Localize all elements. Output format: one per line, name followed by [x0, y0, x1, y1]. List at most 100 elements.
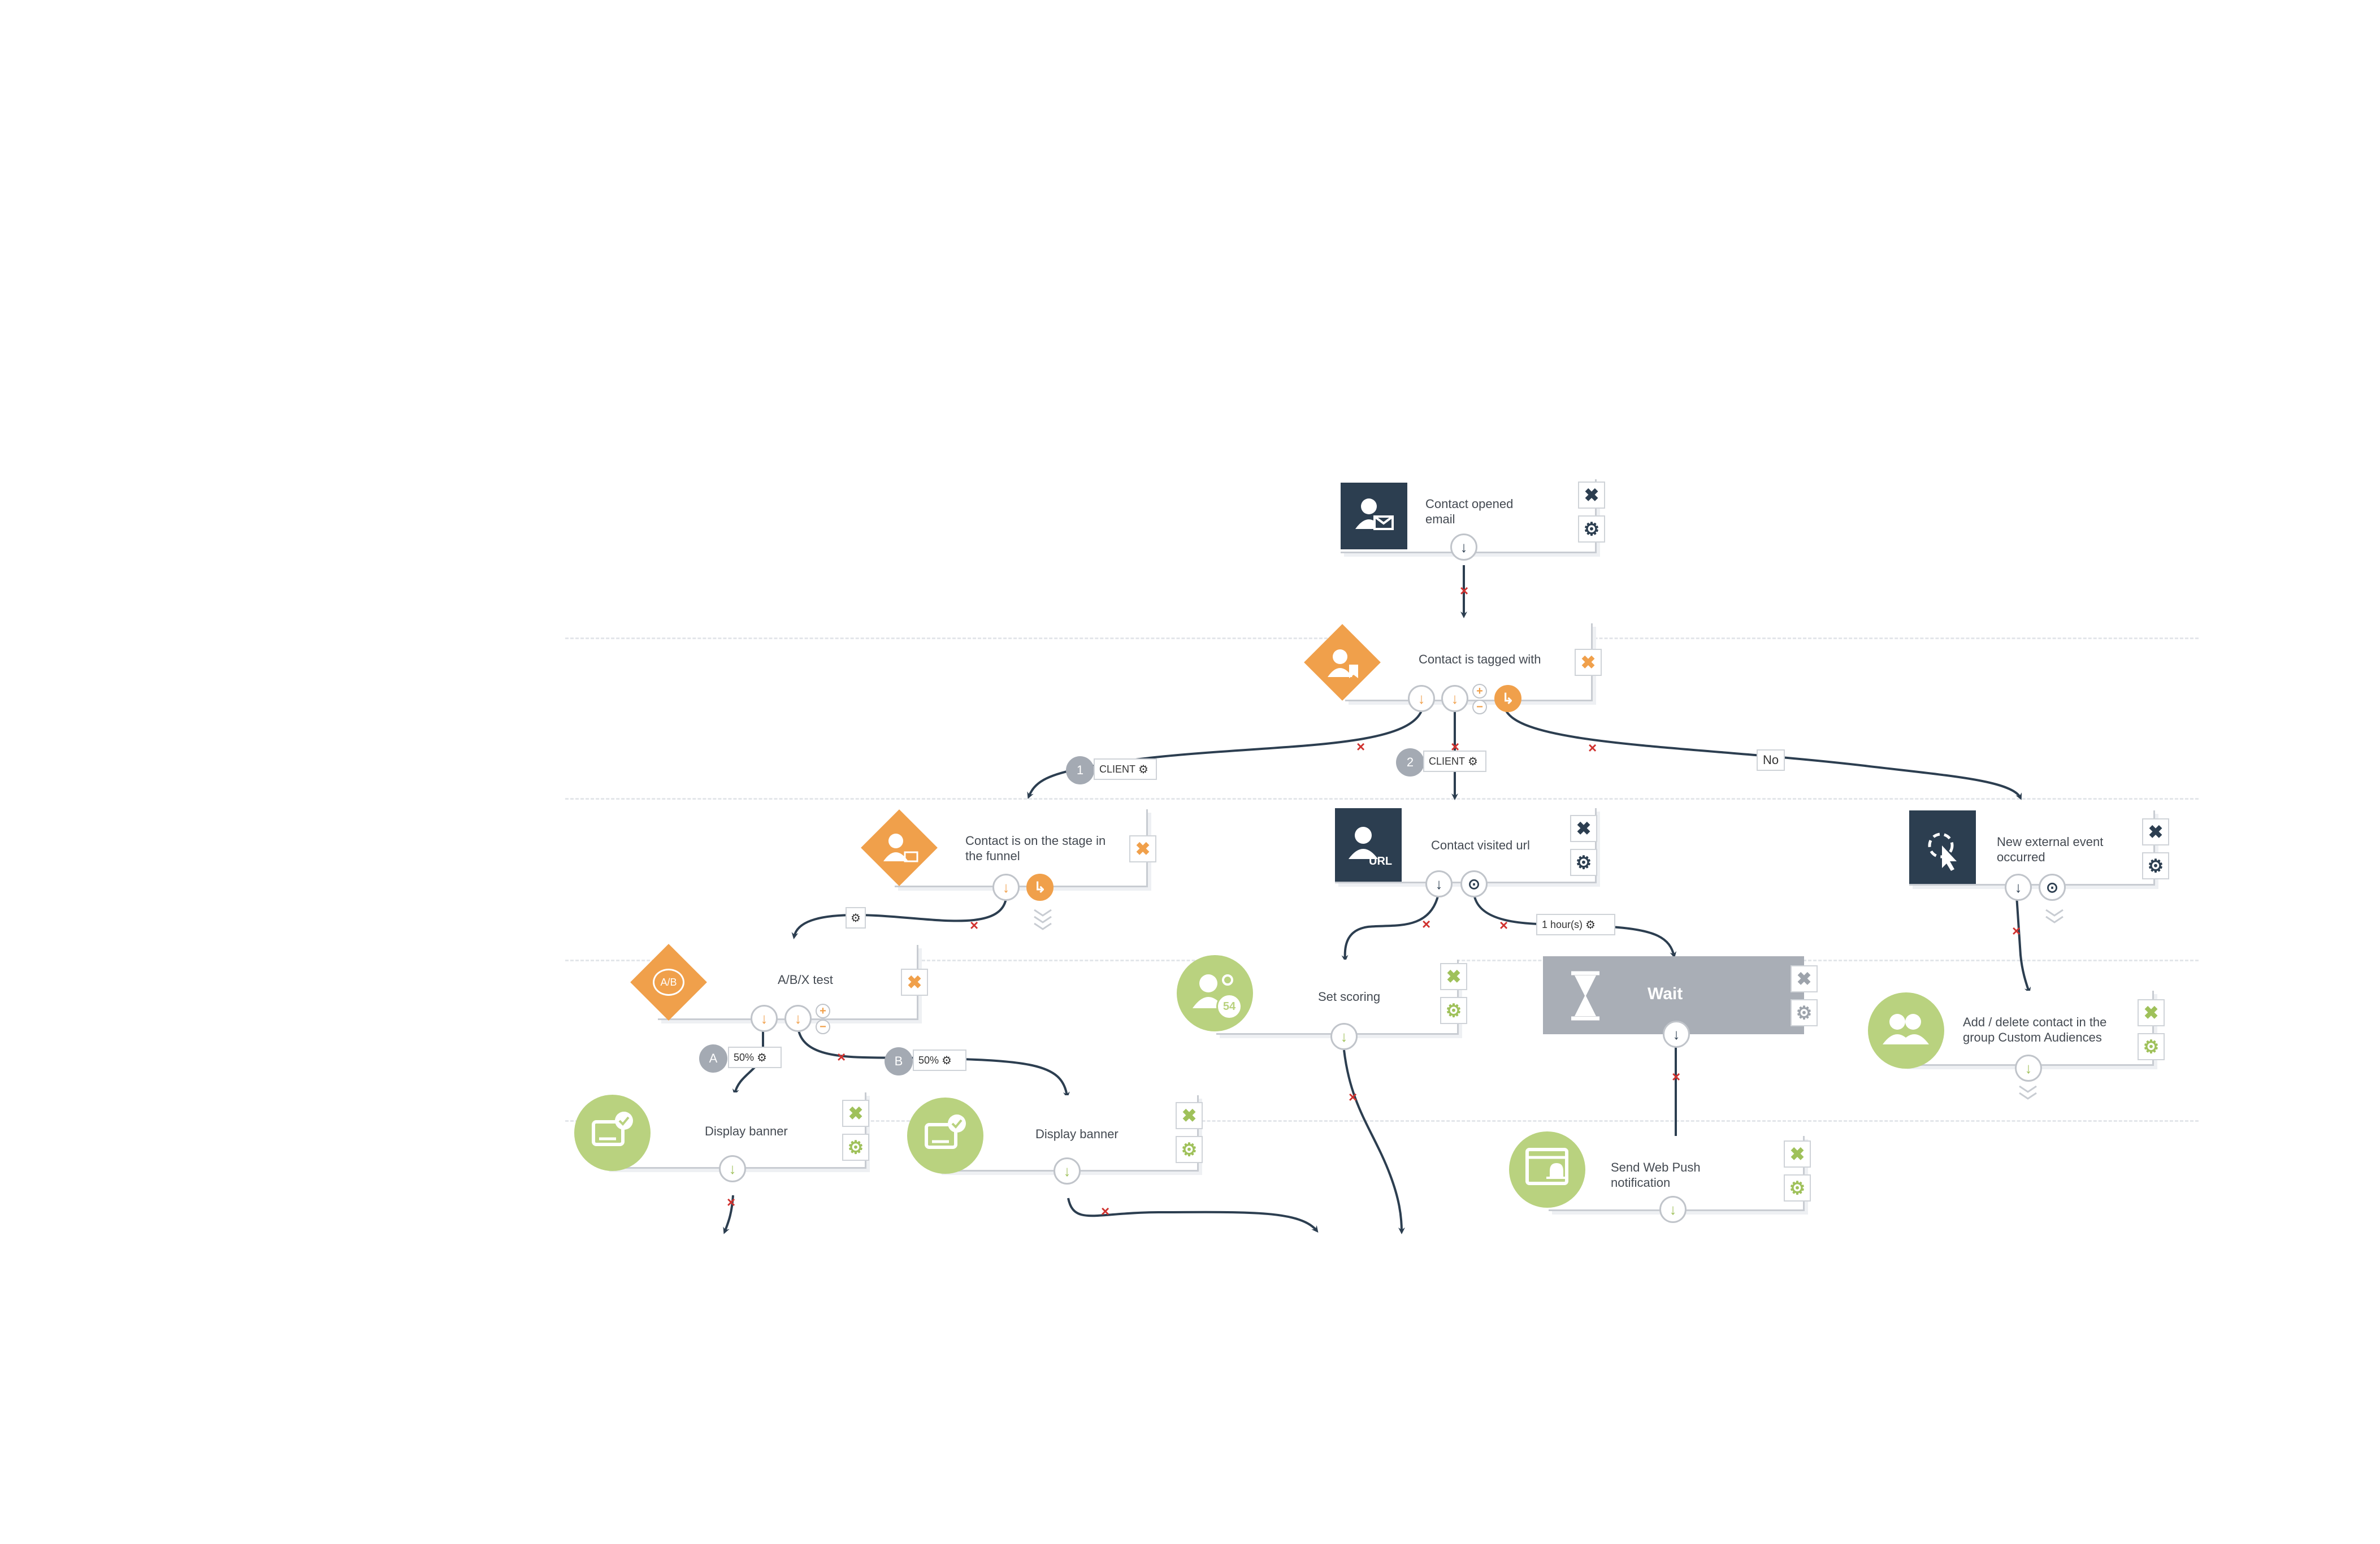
add-branch-icon[interactable]: + [816, 1004, 830, 1018]
close-button[interactable]: ✖ [2142, 818, 2169, 845]
close-button[interactable]: ✖ [1784, 1140, 1811, 1168]
down-arrow-port[interactable]: ↓ [1663, 1021, 1690, 1048]
close-button[interactable]: ✖ [2138, 999, 2165, 1026]
edge-error-marker[interactable]: × [1499, 917, 1508, 934]
settings-button[interactable]: ⚙ [1578, 515, 1605, 543]
down-arrow-port[interactable]: ↓ [1054, 1157, 1081, 1185]
node-label: Send Web Push notification [1611, 1160, 1701, 1190]
branch-condition-label: CLIENT [1099, 763, 1136, 775]
edge-error-marker[interactable]: × [1101, 1203, 1110, 1220]
down-arrow-port[interactable]: ↓ [2015, 1055, 2042, 1082]
close-button[interactable]: ✖ [1129, 835, 1156, 862]
branch-number-badge: 1 [1066, 756, 1094, 784]
gear-icon[interactable]: ⚙ [942, 1054, 952, 1067]
close-button[interactable]: ✖ [901, 969, 928, 996]
settings-button[interactable]: ⚙ [842, 1134, 869, 1161]
edge-error-marker[interactable]: × [1349, 1088, 1358, 1105]
down-arrow-port[interactable]: ↓ [784, 1005, 812, 1032]
level-guide-4 [565, 1120, 2199, 1122]
edge-error-marker[interactable]: × [1356, 738, 1365, 755]
edge-banner-a-down [723, 1195, 734, 1234]
down-arrow-port[interactable]: ↓ [1330, 1023, 1358, 1050]
gear-icon[interactable]: ⚙ [757, 1051, 767, 1064]
settings-button[interactable]: ⚙ [2142, 852, 2169, 879]
wait-label: Wait [1648, 984, 1683, 1003]
down-arrow-port[interactable]: ↓ [1408, 685, 1435, 712]
close-button[interactable]: ✖ [1578, 482, 1605, 509]
branch-condition-tag[interactable]: CLIENT ⚙ [1423, 751, 1486, 772]
gear-icon[interactable]: ⚙ [1138, 763, 1148, 776]
down-arrow-port[interactable]: ↓ [1425, 870, 1453, 897]
node-contact-tagged-with[interactable]: Contact is tagged with [1345, 623, 1593, 701]
down-arrow-port[interactable]: ↓ [992, 874, 1020, 901]
branch-condition-label: CLIENT [1429, 755, 1466, 767]
split-percent-tag[interactable]: 50% ⚙ [728, 1047, 782, 1068]
remove-branch-icon[interactable]: − [816, 1020, 830, 1034]
down-arrow-port[interactable]: ↓ [1659, 1196, 1687, 1223]
edge-error-marker[interactable]: × [727, 1194, 736, 1211]
svg-text:URL: URL [1369, 855, 1392, 868]
close-button[interactable]: ✖ [1440, 963, 1467, 990]
node-external-event[interactable]: New external event occurred [1909, 810, 2155, 886]
node-label: Contact visited url [1431, 838, 1530, 852]
edge-error-marker[interactable]: × [2012, 922, 2021, 939]
down-arrow-port[interactable]: ↓ [719, 1155, 746, 1182]
settings-button[interactable]: ⚙ [1791, 999, 1818, 1026]
node-label: Contact is on the stage in the funnel [965, 834, 1106, 863]
edge-error-marker[interactable]: × [1460, 582, 1469, 599]
node-contact-opened-email[interactable]: Contact opened email ↓ [1341, 479, 1597, 561]
edge-error-marker[interactable]: × [970, 917, 979, 934]
close-button[interactable]: ✖ [1176, 1102, 1203, 1129]
edge-error-marker[interactable]: × [1588, 739, 1597, 756]
node-contact-stage-funnel[interactable]: Contact is on the stage in the funnel [895, 809, 1148, 887]
branch-number-badge: 2 [1396, 748, 1424, 777]
wait-time-tag[interactable]: 1 hour(s) ⚙ [1536, 914, 1615, 935]
else-branch-port[interactable]: ↳ [1026, 874, 1054, 901]
edge-error-marker[interactable]: × [1422, 916, 1431, 933]
else-branch-port[interactable]: ↳ [1494, 685, 1521, 712]
edge-banner-b-down [1067, 1198, 1319, 1233]
scoring-icon: 54 [1177, 955, 1253, 1031]
edge-settings-tag[interactable]: ⚙ [846, 907, 866, 929]
down-arrow-port[interactable]: ↓ [2005, 874, 2032, 901]
clock-port-icon[interactable]: ⊙ [1460, 870, 1488, 897]
down-arrow-port[interactable]: ↓ [1450, 534, 1477, 561]
branch-condition-tag[interactable]: CLIENT ⚙ [1094, 758, 1157, 780]
gear-icon[interactable]: ⚙ [1468, 755, 1478, 768]
clock-port-icon[interactable]: ⊙ [2039, 874, 2066, 901]
level-guide-2 [565, 798, 2199, 800]
add-branch-icon[interactable]: + [1472, 684, 1487, 699]
close-button[interactable]: ✖ [1575, 649, 1602, 676]
split-letter-badge: A [699, 1044, 727, 1073]
diamond-funnel-icon [861, 809, 938, 886]
node-label: Display banner [705, 1124, 788, 1138]
diamond-tag-icon [1304, 624, 1381, 701]
settings-button[interactable]: ⚙ [1570, 849, 1597, 876]
close-button[interactable]: ✖ [842, 1100, 869, 1127]
edge-error-marker[interactable]: × [1672, 1068, 1681, 1085]
edge-error-marker[interactable]: × [837, 1048, 846, 1065]
node-label: Contact is tagged with [1419, 652, 1541, 666]
settings-button[interactable]: ⚙ [1176, 1136, 1203, 1163]
close-button[interactable]: ✖ [1570, 815, 1597, 842]
gear-icon[interactable]: ⚙ [851, 912, 861, 925]
node-contact-visited-url[interactable]: URL Contact visited url [1335, 808, 1597, 883]
settings-button[interactable]: ⚙ [1440, 997, 1467, 1024]
close-button[interactable]: ✖ [1791, 965, 1818, 992]
down-arrow-port[interactable]: ↓ [751, 1005, 778, 1032]
split-percent-tag[interactable]: 50% ⚙ [913, 1049, 966, 1071]
settings-button[interactable]: ⚙ [2138, 1033, 2165, 1060]
gear-icon[interactable]: ⚙ [1585, 918, 1596, 931]
hourglass-icon [1571, 971, 1599, 1021]
branch-no-tag[interactable]: No [1757, 749, 1785, 771]
remove-branch-icon[interactable]: − [1472, 700, 1487, 714]
web-push-icon [1509, 1131, 1585, 1208]
edge-scoring-down [1343, 1049, 1405, 1234]
node-label: A/B/X test [778, 973, 833, 987]
settings-button[interactable]: ⚙ [1784, 1174, 1811, 1202]
split-percent-label: 50% [918, 1054, 939, 1066]
down-arrow-port[interactable]: ↓ [1441, 685, 1468, 712]
node-set-scoring[interactable]: Set scoring [1216, 960, 1459, 1035]
